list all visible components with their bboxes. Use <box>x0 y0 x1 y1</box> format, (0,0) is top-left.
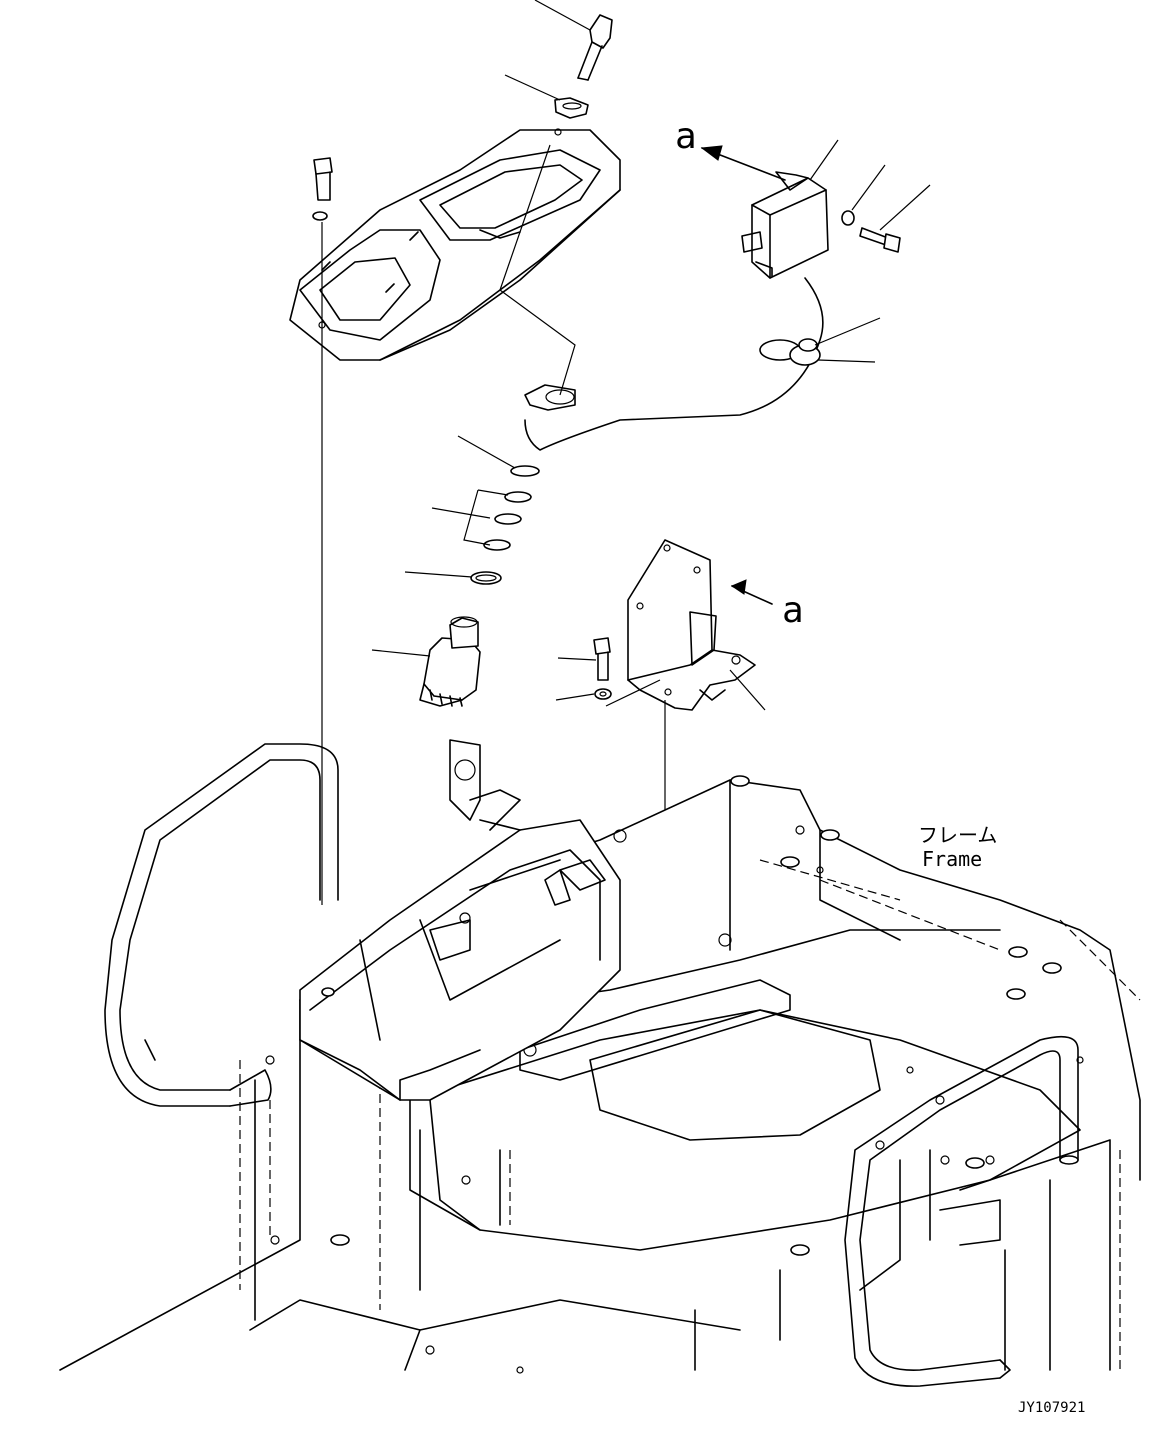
controller-unit <box>702 140 838 278</box>
drawing-id: JY107921 <box>1018 1400 1085 1416</box>
key-switch <box>372 617 480 706</box>
left-handrail <box>105 744 338 1106</box>
view-ref-a-bracket: a <box>782 590 804 631</box>
frame-assembly <box>60 776 1140 1373</box>
key-cap <box>505 75 588 118</box>
frame-studs <box>266 776 1083 1373</box>
controller-washer <box>842 165 885 225</box>
mount-bracket <box>628 540 772 810</box>
seal-ring-stack <box>405 436 539 584</box>
view-ref-a-top: a <box>675 116 697 157</box>
console-box <box>300 740 620 1100</box>
ignition-key <box>535 0 612 80</box>
cover-bolt <box>313 158 332 905</box>
bracket-bolt <box>556 638 660 706</box>
frame-label-jp: フレーム <box>918 823 997 847</box>
console-cover <box>290 129 620 360</box>
wire-harness <box>500 145 880 450</box>
frame-label-en: Frame <box>922 847 982 871</box>
right-handrail <box>845 1037 1078 1386</box>
controller-bolt <box>860 185 930 252</box>
